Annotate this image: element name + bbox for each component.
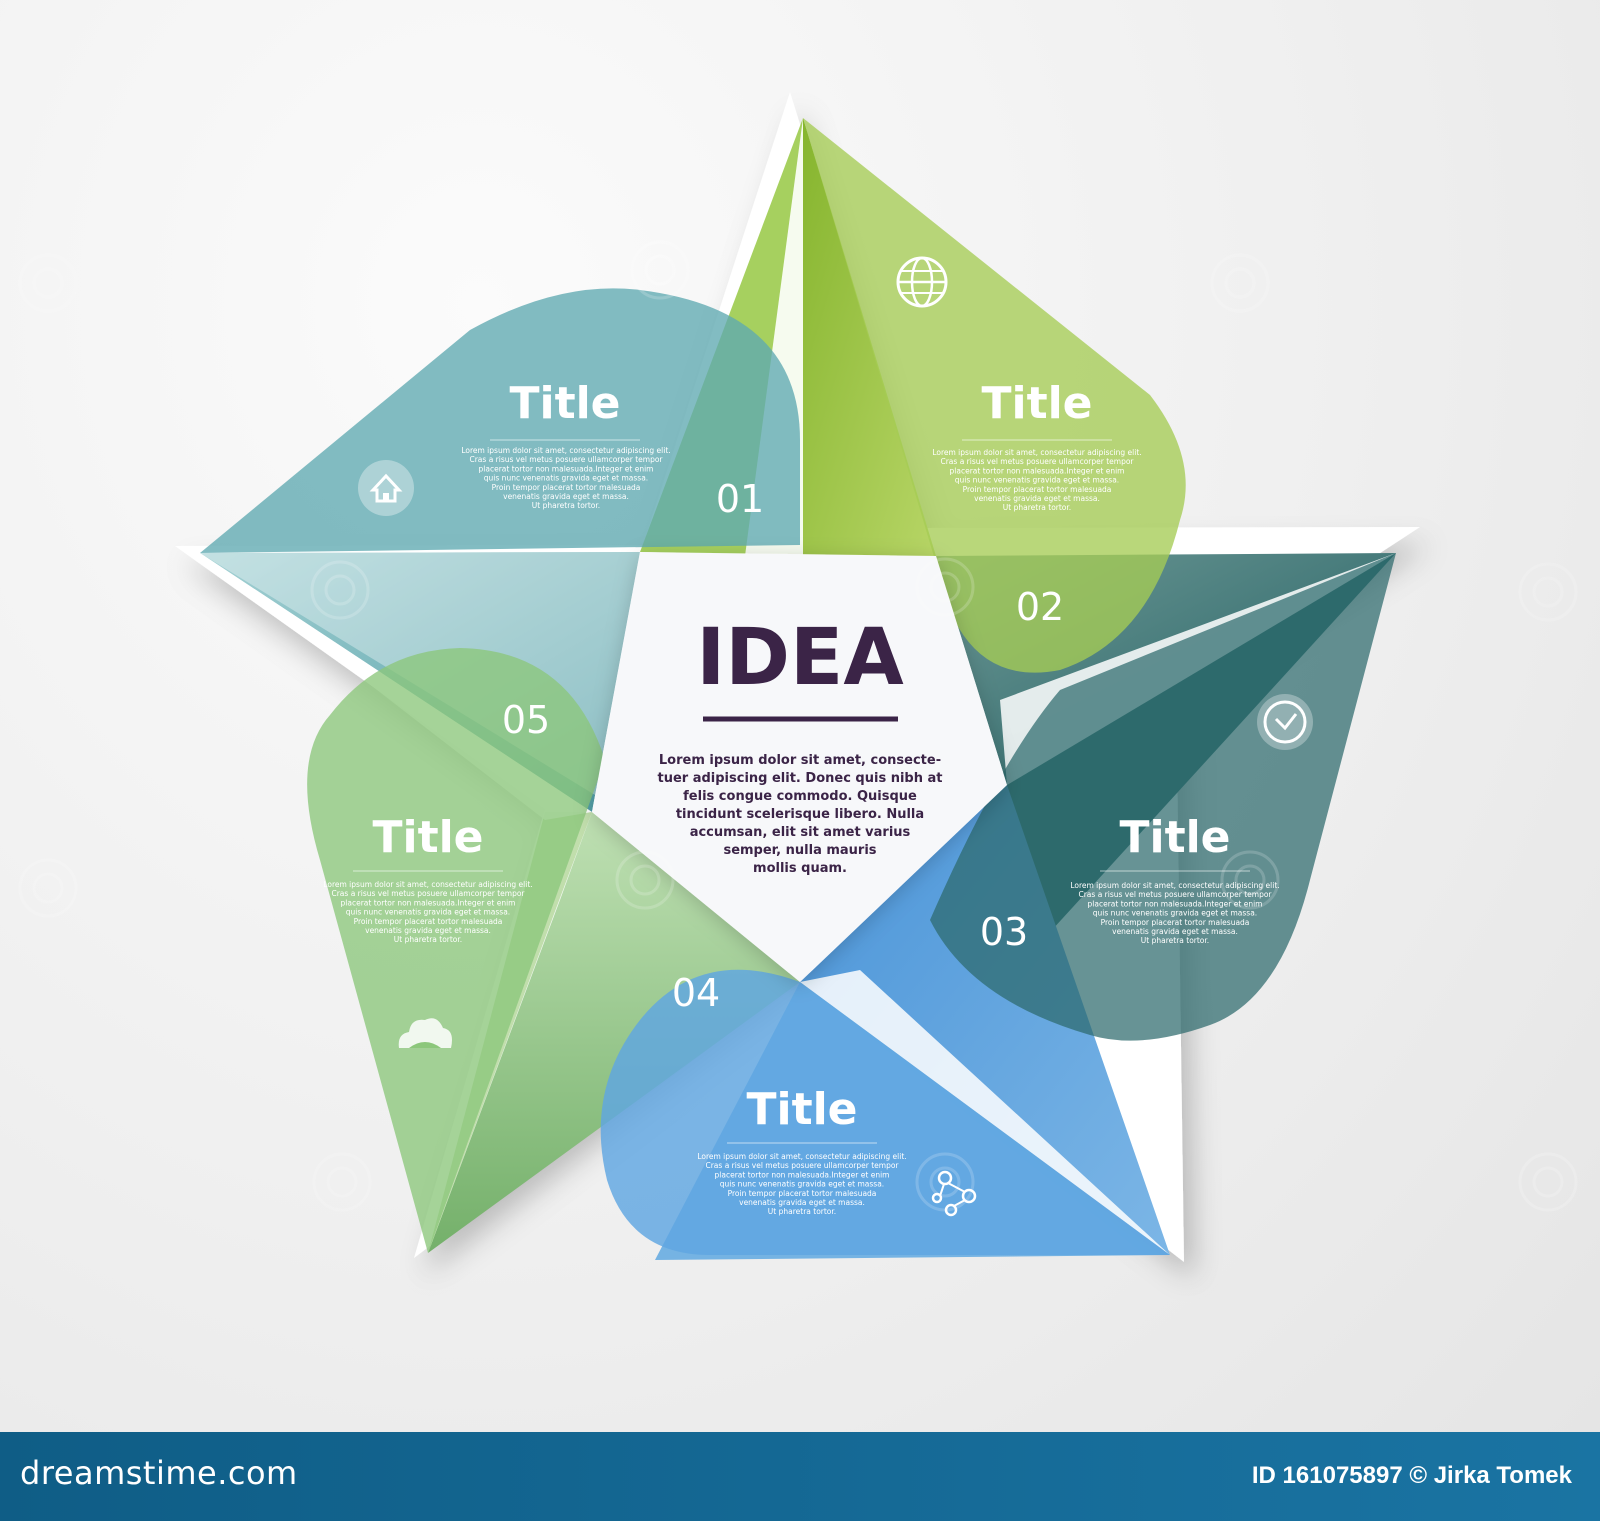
body-text-line: venenatis gravida eget et massa.	[1112, 927, 1238, 936]
center-text-line: tincidunt scelerisque libero. Nulla	[676, 807, 924, 822]
item-4-body: Lorem ipsum dolor sit amet, consectetur …	[697, 1152, 906, 1216]
body-text-line: placerat tortor non malesuada.Integer et…	[1088, 899, 1263, 908]
body-text-line: Ut pharetra tortor.	[1141, 936, 1209, 945]
petal-5	[307, 648, 605, 1253]
item-5-title: Title	[372, 812, 483, 863]
body-text-line: Cras a risus vel metus posuere ullamcorp…	[940, 457, 1134, 466]
body-text-line: Lorem ipsum dolor sit amet, consectetur …	[932, 448, 1141, 457]
item-4-title: Title	[746, 1084, 857, 1135]
petal-1	[200, 288, 800, 553]
petal-2	[803, 118, 1186, 673]
star-infographic: Title Lorem ipsum dolor sit amet, consec…	[18, 92, 1578, 1262]
item-4: Title Lorem ipsum dolor sit amet, consec…	[672, 971, 977, 1217]
body-text-line: Proin tempor placerat tortor malesuada	[1101, 918, 1250, 927]
item-3-title: Title	[1119, 812, 1230, 863]
body-text-line: quis nunc venenatis gravida eget et mass…	[484, 474, 648, 483]
body-text-line: venenatis gravida eget et massa.	[503, 492, 629, 501]
center-text-line: Lorem ipsum dolor sit amet, consecte-	[659, 753, 941, 768]
body-text-line: Proin tempor placerat tortor malesuada	[728, 1189, 877, 1198]
item-5-body: Lorem ipsum dolor sit amet, consectetur …	[323, 880, 532, 944]
item-2-number: 02	[1016, 585, 1064, 629]
item-1-number: 01	[716, 477, 764, 521]
center-text-line: felis congue commodo. Quisque	[683, 789, 917, 804]
center-text-line: accumsan, elit sit amet varius	[690, 825, 911, 840]
item-4-number: 04	[672, 971, 720, 1015]
body-text-line: placerat tortor non malesuada.Integer et…	[950, 466, 1125, 475]
body-text-line: Ut pharetra tortor.	[768, 1207, 836, 1216]
body-text-line: Ut pharetra tortor.	[394, 935, 462, 944]
body-text-line: Lorem ipsum dolor sit amet, consectetur …	[697, 1152, 906, 1161]
watermarks	[18, 240, 1578, 1212]
body-text-line: placerat tortor non malesuada.Integer et…	[715, 1170, 890, 1179]
body-text-line: placerat tortor non malesuada.Integer et…	[479, 464, 654, 473]
footer-brand[interactable]: dreamstime.com	[20, 1454, 298, 1492]
body-text-line: Lorem ipsum dolor sit amet, consectetur …	[461, 446, 670, 455]
footer-credit: ID 161075897 © Jirka Tomek	[1251, 1462, 1572, 1489]
clock-icon	[1257, 694, 1313, 750]
body-text-line: venenatis gravida eget et massa.	[974, 494, 1100, 503]
body-text-line: quis nunc venenatis gravida eget et mass…	[346, 908, 510, 917]
globe-icon	[896, 256, 948, 308]
petal-4	[600, 969, 1170, 1255]
item-5-number: 05	[502, 698, 550, 742]
body-text-line: Ut pharetra tortor.	[1003, 503, 1071, 512]
body-text-line: Proin tempor placerat tortor malesuada	[492, 483, 641, 492]
body-text-line: Cras a risus vel metus posuere ullamcorp…	[1078, 890, 1272, 899]
item-5: Title Lorem ipsum dolor sit amet, consec…	[323, 698, 550, 1048]
body-text-line: Proin tempor placerat tortor malesuada	[354, 917, 503, 926]
item-1-title: Title	[509, 378, 620, 429]
body-text-line: Proin tempor placerat tortor malesuada	[963, 485, 1112, 494]
center-content: IDEA Lorem ipsum dolor sit amet, consect…	[657, 613, 942, 876]
item-3-body: Lorem ipsum dolor sit amet, consectetur …	[1070, 881, 1279, 945]
item-3: Title Lorem ipsum dolor sit amet, consec…	[980, 694, 1313, 954]
item-2-title: Title	[981, 378, 1092, 429]
center-text-line: mollis quam.	[753, 861, 847, 876]
home-icon	[358, 460, 414, 516]
body-text-line: placerat tortor non malesuada.Integer et…	[341, 898, 516, 907]
body-text-line: quis nunc venenatis gravida eget et mass…	[1093, 909, 1257, 918]
footer-bar: dreamstime.com ID 161075897 © Jirka Tome…	[0, 1432, 1600, 1521]
body-text-line: Lorem ipsum dolor sit amet, consectetur …	[1070, 881, 1279, 890]
body-text-line: Cras a risus vel metus posuere ullamcorp…	[705, 1161, 899, 1170]
center-paragraph: Lorem ipsum dolor sit amet, consecte-tue…	[657, 753, 942, 876]
center-pentagon	[592, 552, 1007, 982]
item-1: Title Lorem ipsum dolor sit amet, consec…	[358, 378, 764, 521]
petal-3	[930, 553, 1396, 1041]
item-3-number: 03	[980, 910, 1028, 954]
item-2: Title Lorem ipsum dolor sit amet, consec…	[896, 256, 1142, 629]
body-text-line: venenatis gravida eget et massa.	[739, 1198, 865, 1207]
body-text-line: Ut pharetra tortor.	[532, 501, 600, 510]
body-text-line: quis nunc venenatis gravida eget et mass…	[955, 476, 1119, 485]
item-2-body: Lorem ipsum dolor sit amet, consectetur …	[932, 448, 1141, 512]
center-heading: IDEA	[696, 613, 903, 703]
body-text-line: venenatis gravida eget et massa.	[365, 926, 491, 935]
item-1-body: Lorem ipsum dolor sit amet, consectetur …	[461, 446, 670, 510]
body-text-line: Lorem ipsum dolor sit amet, consectetur …	[323, 880, 532, 889]
body-text-line: Cras a risus vel metus posuere ullamcorp…	[469, 455, 663, 464]
body-text-line: Cras a risus vel metus posuere ullamcorp…	[331, 889, 525, 898]
network-icon	[931, 1170, 977, 1217]
center-text-line: semper, nulla mauris	[723, 843, 876, 858]
cloud-icon	[398, 1018, 452, 1048]
body-text-line: quis nunc venenatis gravida eget et mass…	[720, 1180, 884, 1189]
center-text-line: tuer adipiscing elit. Donec quis nibh at	[657, 771, 942, 786]
